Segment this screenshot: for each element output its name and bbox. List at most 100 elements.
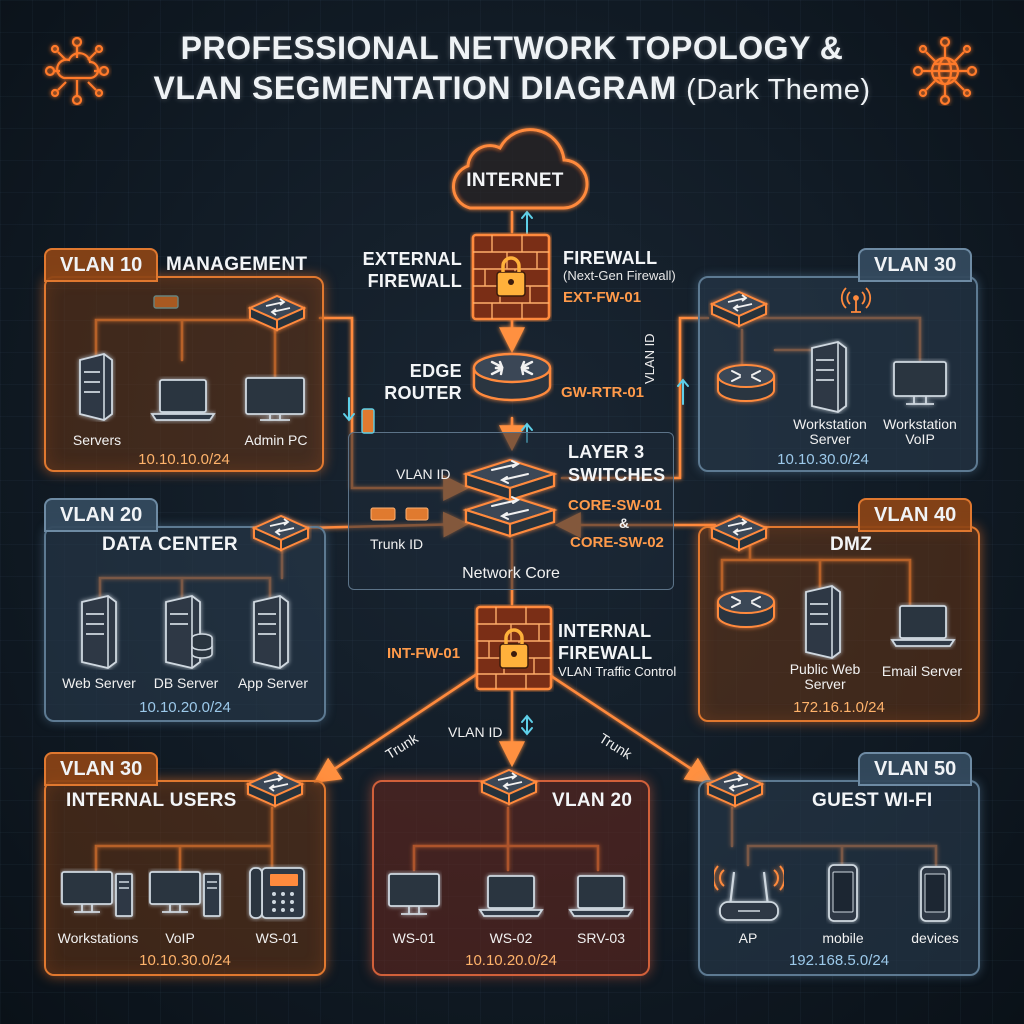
access-point-icon — [714, 865, 784, 921]
internal-firewall-label-line2: FIREWALL — [558, 643, 653, 663]
core-switch-id-1: CORE-SW-01 — [568, 497, 662, 514]
vlan30-internal-tab: VLAN 30 — [44, 752, 159, 786]
vlan30-top-item-line3: Workstation — [883, 416, 957, 432]
ws01-monitor-icon — [388, 873, 440, 915]
switch-icon-vlan20-bottom — [479, 768, 539, 806]
ip-phone-icon — [249, 867, 305, 919]
network-core-label: Network Core — [462, 565, 560, 582]
wire-intfw-internal — [313, 670, 482, 783]
mobile-phone-icon — [828, 864, 858, 922]
core-vlan-id-tag: VLAN ID — [396, 466, 451, 482]
email-server-laptop-icon — [890, 605, 956, 647]
vlan50-item-devices: devices — [911, 930, 959, 946]
external-firewall-label-line2: FIREWALL — [367, 271, 462, 291]
vlan20-bottom-name: VLAN 20 — [552, 790, 633, 811]
bottom-vlan-id-tag: VLAN ID — [448, 724, 503, 740]
vlan30-top-cidr: 10.10.30.0/24 — [777, 451, 869, 468]
internet-cloud-icon — [451, 128, 589, 210]
switch-icon-vlan30-top — [709, 290, 769, 328]
vertical-vlan-id-tag: VLAN ID — [642, 333, 657, 384]
vlan30-top-item-line2: Server — [809, 431, 851, 447]
vlan30-top-item-workstation-voip: Workstation VoIP — [874, 417, 966, 447]
uplink-arrow-vlan30 — [677, 378, 689, 405]
vlan50-item-ap: AP — [738, 930, 758, 946]
vlan30-internal-item-voip: VoIP — [165, 930, 195, 946]
edge-router-label-line1: EDGE — [409, 361, 462, 381]
page-subtitle: VLAN SEGMENTATION DIAGRAM (Dark Theme) — [0, 70, 1024, 107]
monitor-icon-admin — [245, 377, 305, 421]
vlan30-internal-name: INTERNAL USERS — [66, 790, 237, 811]
switch-icon-guest — [705, 770, 765, 808]
wire-intfw-guest — [543, 670, 713, 783]
vlan20-datacenter-name: DATA CENTER — [102, 534, 238, 555]
firewall-subtitle: (Next-Gen Firewall) — [563, 268, 676, 283]
vlan40-cidr: 172.16.1.0/24 — [793, 699, 885, 716]
page-title: PROFESSIONAL NETWORK TOPOLOGY & — [180, 30, 844, 66]
vlan20-bottom-item-srv03: SRV-03 — [577, 930, 625, 946]
external-firewall-label: EXTERNAL FIREWALL — [362, 248, 462, 292]
wireless-signal-icon — [840, 287, 872, 313]
internal-firewall-id: INT-FW-01 — [387, 645, 461, 662]
globe-network-icon — [912, 36, 978, 106]
downlink-arrow-mgmt — [343, 397, 355, 422]
vlan20-datacenter-tab: VLAN 20 — [44, 498, 159, 532]
vlan30-internal-item-ws01: WS-01 — [255, 930, 299, 946]
vlan10-tab: VLAN 10 — [44, 248, 159, 282]
core-switch-id-2: CORE-SW-02 — [570, 534, 664, 551]
layer3-switches-label-line2: SWITCHES — [568, 465, 666, 485]
external-firewall-icon — [471, 233, 551, 321]
edge-router-icon — [472, 352, 552, 402]
layer3-switches-label: LAYER 3 SWITCHES — [568, 441, 665, 487]
uplink-arrow-internet — [521, 210, 533, 237]
ws02-laptop-icon — [478, 875, 544, 917]
external-firewall-label-line1: EXTERNAL — [362, 249, 462, 269]
router-icon-dmz — [717, 590, 775, 628]
vlan30-top-item-workstation-server: Workstation Server — [784, 417, 876, 447]
public-web-server-icon — [805, 585, 841, 659]
internal-firewall-label-line1: INTERNAL — [558, 621, 652, 641]
core-trunk-id-tag: Trunk ID — [370, 536, 424, 552]
trunk-tag-icon — [370, 507, 429, 521]
page-subtitle-suffix: (Dark Theme) — [686, 74, 871, 106]
internal-firewall-subtitle: VLAN Traffic Control — [558, 664, 677, 679]
internal-firewall-icon — [475, 605, 553, 691]
vlan40-item-line2: Server — [804, 676, 846, 692]
vlan-tag-icon-side — [361, 408, 375, 434]
vlan50-name: GUEST WI-FI — [812, 790, 933, 811]
vlan20-bottom-item-ws02: WS-02 — [489, 930, 533, 946]
monitor-icon-vlan30-top — [893, 361, 947, 405]
switch-icon-dmz — [709, 514, 769, 552]
vlan20-bottom-cidr: 10.10.20.0/24 — [465, 952, 557, 969]
edge-router-label-line2: ROUTER — [384, 383, 462, 403]
firewall-title: FIREWALL — [563, 248, 658, 268]
vlan40-item-email-server: Email Server — [881, 663, 963, 679]
router-icon-vlan30-top — [717, 364, 775, 402]
vlan30-top-item-line1: Workstation — [793, 416, 867, 432]
web-server-icon — [81, 595, 117, 669]
internal-firewall-label: INTERNAL FIREWALL — [558, 620, 652, 664]
core-switch-ampersand: & — [619, 515, 630, 531]
vlan10-item-admin-pc: Admin PC — [244, 432, 308, 448]
page-subtitle-main: VLAN SEGMENTATION DIAGRAM — [153, 70, 677, 106]
vlan30-top-tab: VLAN 30 — [858, 248, 973, 282]
cloud-network-icon — [44, 36, 110, 106]
vlan10-cidr: 10.10.10.0/24 — [138, 451, 230, 468]
internet-label: INTERNET — [466, 170, 564, 191]
switch-icon-datacenter — [251, 514, 311, 552]
vlan30-top-item-line4: VoIP — [905, 431, 935, 447]
vlan50-cidr: 192.168.5.0/24 — [788, 952, 890, 969]
voip-workstation-icon — [149, 871, 221, 917]
switch-icon-mgmt — [247, 294, 307, 332]
vlan40-item-line1: Public Web — [789, 661, 861, 677]
vlan10-name: MANAGEMENT — [166, 254, 308, 275]
vlan50-item-mobile: mobile — [822, 930, 864, 946]
vlan50-tab: VLAN 50 — [858, 752, 973, 786]
tablet-device-icon — [920, 866, 950, 922]
firewall-id: EXT-FW-01 — [563, 289, 642, 306]
vlan40-name: DMZ — [830, 534, 873, 555]
switch-icon-internal-users — [245, 770, 305, 808]
server-icon-vlan30-top — [811, 341, 847, 413]
vlan20-bottom-item-ws01: WS-01 — [392, 930, 436, 946]
db-server-icon — [165, 595, 213, 669]
